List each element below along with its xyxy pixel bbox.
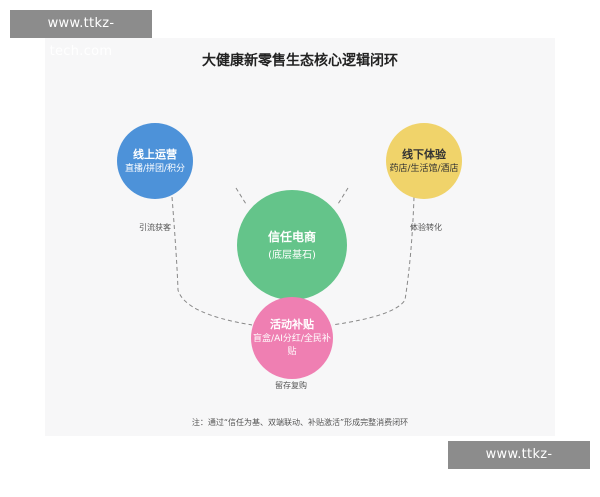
watermark-top: www.ttkz-tech.com: [10, 10, 152, 59]
node-promo-title: 活动补贴: [270, 318, 314, 331]
node-promotion-subsidy: 活动补贴 盲盒/AI分红/全民补贴: [251, 297, 333, 379]
edge-label-left: 引流获客: [139, 223, 171, 232]
watermark-bottom: www.ttkz-tech.com: [448, 441, 590, 490]
node-promo-sub: 盲盒/AI分红/全民补贴: [253, 334, 331, 357]
node-core-title: 信任电商: [267, 229, 316, 244]
edge-label-right: 体验转化: [410, 223, 442, 232]
node-online-sub: 直播/拼团/积分: [124, 163, 186, 174]
node-online-operations: 线上运营 直播/拼团/积分: [117, 123, 193, 199]
edge-offline-to-promo: [331, 196, 415, 326]
diagram-title: 大健康新零售生态核心逻辑闭环: [202, 53, 398, 69]
node-offline-experience: 线下体验 药店/生活馆/酒店: [386, 123, 462, 199]
node-offline-sub: 药店/生活馆/酒店: [389, 163, 459, 174]
edge-online-to-promo: [171, 196, 253, 326]
edge-label-bottom: 留存复购: [275, 381, 307, 390]
connector-lines: [171, 187, 415, 326]
node-online-title: 线上运营: [133, 147, 177, 161]
node-trust-ecommerce: 信任电商 (底层基石): [237, 190, 347, 300]
node-offline-title: 线下体验: [402, 147, 446, 161]
node-core-sub: (底层基石): [268, 249, 316, 261]
edge-online-to-core: [235, 187, 247, 205]
edge-offline-to-core: [337, 187, 349, 205]
diagram-note: 注：通过“信任为基、双端联动、补贴激活”形成完整消费闭环: [191, 418, 409, 427]
